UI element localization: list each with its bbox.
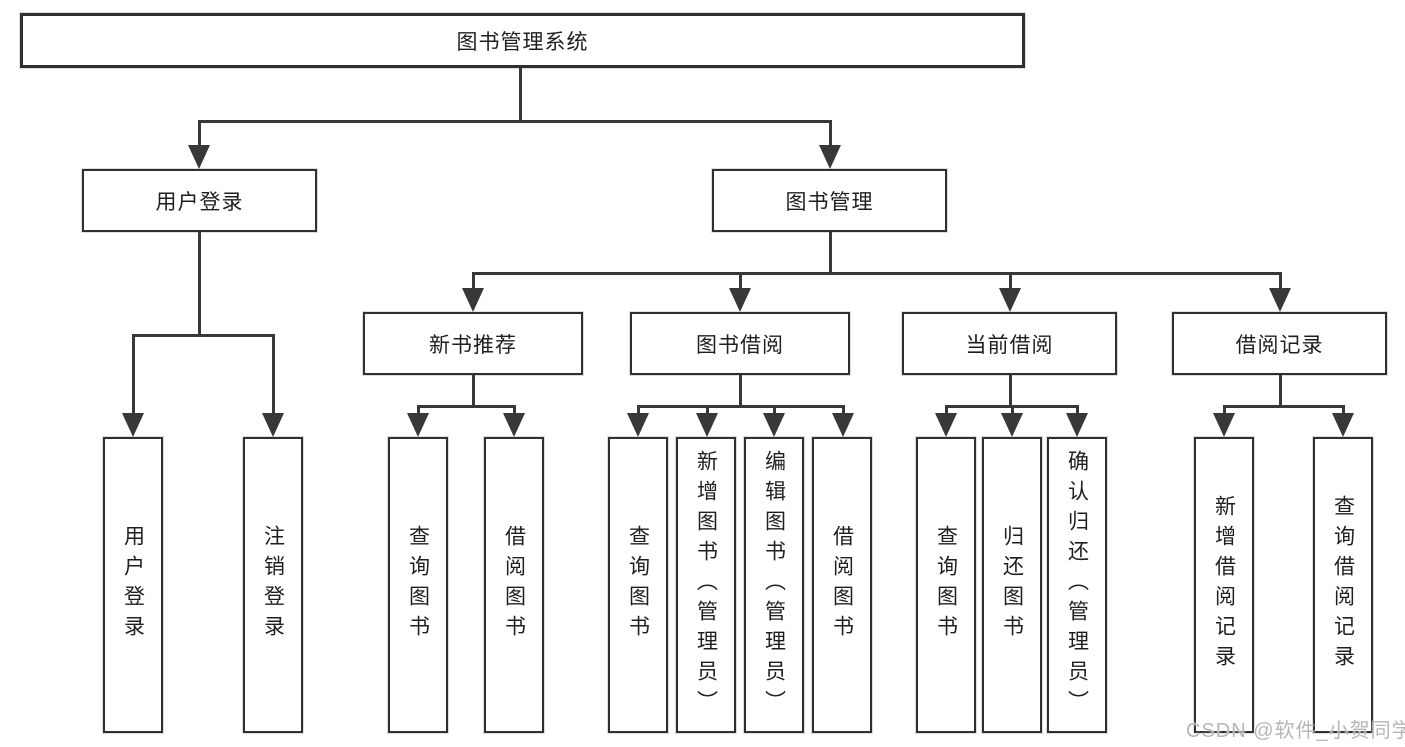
connector-user-login-stub (198, 232, 201, 335)
arrow-to-add-record (1213, 413, 1235, 437)
connector-to-current-borrow (1009, 272, 1012, 290)
leaf-query-books-borrow-label: 查询图书 (626, 525, 650, 645)
leaf-add-borrow-record: 新增借阅记录 (1194, 437, 1254, 733)
csdn-watermark: CSDN @软件_小贺同学 (1186, 720, 1405, 742)
connector-to-new-book (472, 272, 475, 290)
connector-to-leaf-logout (272, 334, 275, 415)
arrow-to-return-books (1001, 413, 1023, 437)
connector-current-borrow-stub (1009, 375, 1012, 407)
leaf-user-login-label: 用户登录 (121, 525, 145, 645)
leaf-query-borrow-record: 查询借阅记录 (1313, 437, 1373, 733)
leaf-confirm-return-admin: 确认归还（管理员） (1047, 437, 1107, 733)
arrow-to-query-books-1 (407, 413, 429, 437)
arrow-to-book-borrow (729, 288, 751, 312)
arrow-to-add-books (696, 413, 718, 437)
leaf-query-books-current: 查询图书 (916, 437, 976, 733)
arrow-to-current-borrow (999, 288, 1021, 312)
arrow-to-book-management (819, 145, 841, 169)
arrow-to-new-book (462, 288, 484, 312)
node-user-login-label: 用户登录 (155, 190, 244, 214)
connector-root-stub (519, 68, 522, 121)
connector-to-book-borrow (739, 272, 742, 290)
leaf-borrow-books-recommend: 借阅图书 (484, 437, 544, 733)
connector-to-borrow-records (1279, 272, 1282, 290)
connector-to-confirm-return (1076, 405, 1079, 417)
connector-new-book-stub (472, 375, 475, 407)
arrow-to-borrow-books-2 (832, 413, 854, 437)
leaf-borrow-books-label: 借阅图书 (830, 525, 854, 645)
leaf-confirm-return-admin-label: 确认归还（管理员） (1065, 450, 1089, 720)
connector-borrow-records-stub (1279, 375, 1282, 407)
node-root: 图书管理系统 (20, 13, 1025, 68)
leaf-logout-label: 注销登录 (261, 525, 285, 645)
connector-to-book-management (829, 120, 832, 147)
connector-to-query-books-1 (417, 405, 420, 417)
connector-to-add-books (706, 405, 709, 417)
node-current-borrowing-label: 当前借阅 (965, 333, 1054, 357)
connector-user-login-branch (132, 334, 274, 337)
leaf-add-books-admin: 新增图书（管理员） (676, 437, 736, 733)
node-book-borrowing: 图书借阅 (630, 312, 850, 375)
leaf-query-borrow-record-label: 查询借阅记录 (1331, 495, 1355, 675)
connector-book-borrow-stub (739, 375, 742, 407)
leaf-query-books-recommend: 查询图书 (388, 437, 448, 733)
arrow-to-borrow-books-1 (503, 413, 525, 437)
arrow-to-query-books-3 (935, 413, 957, 437)
leaf-logout: 注销登录 (243, 437, 303, 733)
leaf-add-books-admin-label: 新增图书（管理员） (694, 450, 718, 720)
node-book-management: 图书管理 (712, 169, 947, 232)
connector-new-book-branch (417, 405, 515, 408)
connector-borrow-records-branch (1223, 405, 1344, 408)
arrow-to-borrow-records (1269, 288, 1291, 312)
connector-to-query-record (1342, 405, 1345, 417)
connector-to-leaf-login (132, 334, 135, 415)
connector-book-mgmt-branch (472, 272, 1282, 275)
arrow-to-query-record (1332, 413, 1354, 437)
connector-to-query-books-2 (637, 405, 640, 417)
leaf-query-books-current-label: 查询图书 (934, 525, 958, 645)
node-book-management-label: 图书管理 (785, 190, 874, 214)
arrow-to-query-books-2 (627, 413, 649, 437)
connector-book-mgmt-stub (829, 232, 832, 274)
connector-book-borrow-branch (637, 405, 844, 408)
arrow-to-edit-books (763, 413, 785, 437)
node-root-label: 图书管理系统 (456, 30, 589, 54)
node-borrowing-records: 借阅记录 (1172, 312, 1387, 375)
connector-to-borrow-books-2 (842, 405, 845, 417)
arrow-to-confirm-return (1066, 413, 1088, 437)
leaf-query-books-borrow: 查询图书 (608, 437, 668, 733)
leaf-query-books-recommend-label: 查询图书 (406, 525, 430, 645)
arrow-to-user-login (188, 145, 210, 169)
leaf-borrow-books-recommend-label: 借阅图书 (502, 525, 526, 645)
leaf-return-books: 归还图书 (982, 437, 1042, 733)
connector-to-add-record (1223, 405, 1226, 417)
node-new-book-recommend: 新书推荐 (363, 312, 583, 375)
leaf-borrow-books: 借阅图书 (812, 437, 872, 733)
leaf-edit-books-admin-label: 编辑图书（管理员） (762, 450, 786, 720)
connector-to-edit-books (773, 405, 776, 417)
connector-to-user-login (198, 120, 201, 147)
leaf-user-login: 用户登录 (103, 437, 163, 733)
connector-to-query-books-3 (945, 405, 948, 417)
leaf-return-books-label: 归还图书 (1000, 525, 1024, 645)
leaf-edit-books-admin: 编辑图书（管理员） (744, 437, 804, 733)
node-book-borrowing-label: 图书借阅 (696, 333, 784, 357)
connector-root-branch (198, 120, 831, 123)
node-user-login: 用户登录 (82, 169, 317, 232)
node-borrowing-records-label: 借阅记录 (1235, 333, 1324, 357)
connector-to-borrow-books-1 (513, 405, 516, 417)
arrow-to-leaf-logout (262, 413, 284, 437)
node-new-book-recommend-label: 新书推荐 (429, 333, 517, 357)
node-current-borrowing: 当前借阅 (902, 312, 1117, 375)
leaf-add-borrow-record-label: 新增借阅记录 (1212, 495, 1236, 675)
arrow-to-leaf-login (122, 413, 144, 437)
connector-to-return-books (1011, 405, 1014, 417)
